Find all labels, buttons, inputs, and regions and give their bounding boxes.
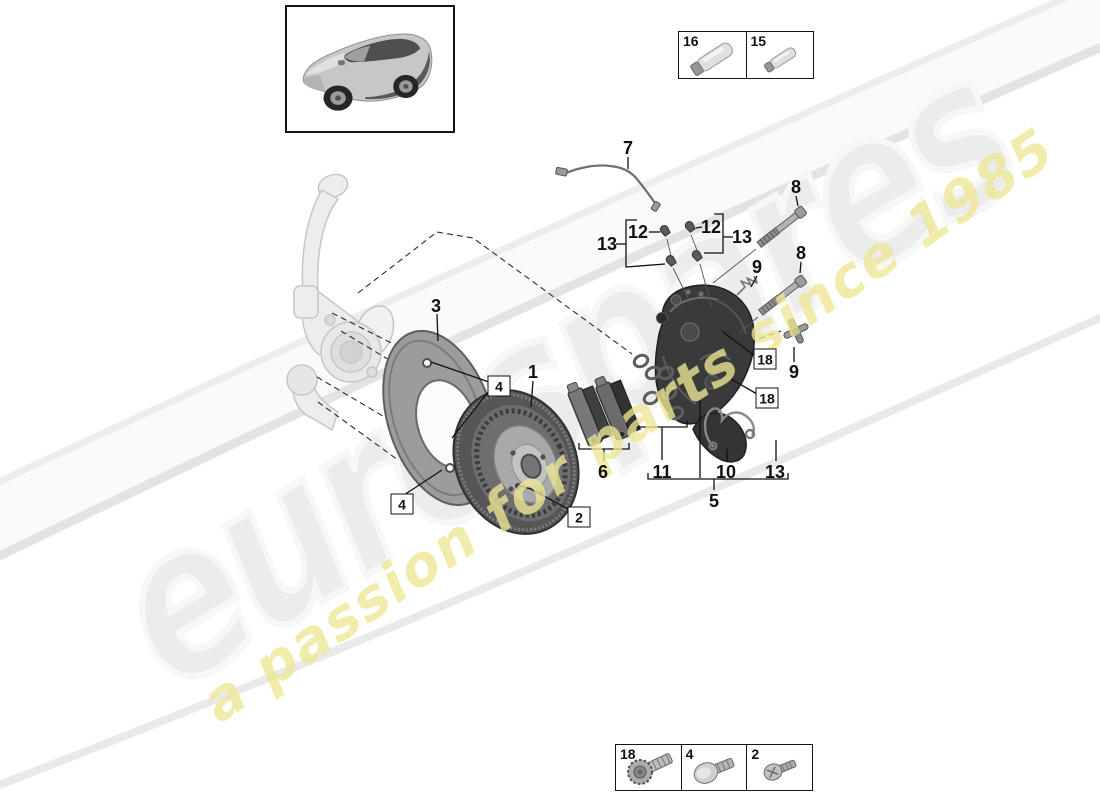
vehicle-inset-box (285, 5, 455, 133)
retaining-clip (703, 407, 756, 451)
pad-spring (736, 275, 758, 296)
cross-retainer (783, 318, 809, 344)
pan-head-screw-icon (693, 758, 735, 784)
serrated-head-bolt-icon (627, 753, 673, 785)
grease-tube-large-icon (690, 42, 733, 76)
inset-cell-2: 2 (746, 745, 812, 790)
fasteners-inset-box: 18 4 (615, 744, 813, 791)
leader-lines (403, 157, 802, 511)
axis-hint-lines (666, 234, 759, 334)
suv-vehicle-icon (302, 33, 433, 111)
swoosh-edge-lower (0, 42, 1100, 561)
wear-sensor-wire (555, 164, 661, 212)
inset-cell-4-label: 4 (685, 746, 694, 762)
guide-pin-bolt-lower (758, 274, 807, 316)
assembly-axis-lines (316, 231, 782, 461)
brake-caliper (654, 284, 756, 463)
inset-cell-2-label: 2 (751, 746, 760, 762)
guide-pin-bolt-upper (756, 205, 807, 249)
inset-cell-18-label: 18 (620, 746, 636, 762)
brake-pads (566, 376, 642, 447)
steering-knuckle (286, 173, 395, 432)
swoosh-edge-bottom (0, 313, 1100, 789)
inset-cell-16-label: 16 (683, 33, 699, 49)
lubricant-inset-box: 16 15 (678, 31, 814, 79)
grease-tube-small-icon (763, 47, 796, 73)
swoosh-band (0, 0, 1100, 575)
swoosh-edge-upper (0, 0, 1070, 486)
seal-rings (632, 353, 685, 421)
bleeder-caps (659, 221, 703, 267)
countersunk-screw-icon (763, 759, 797, 781)
inset-cell-18: 18 (616, 745, 681, 790)
inset-cell-4: 4 (680, 745, 747, 790)
inset-cell-15: 15 (745, 32, 814, 78)
inset-cell-15-label: 15 (750, 33, 767, 49)
inset-cell-16: 16 (679, 32, 746, 78)
